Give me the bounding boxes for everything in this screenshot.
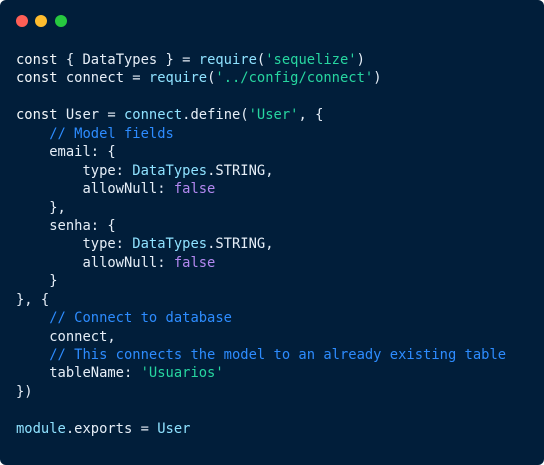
code-token: .define( — [182, 107, 249, 124]
code-token: // Connect to database — [49, 310, 232, 327]
code-line: // Model fields — [16, 125, 506, 143]
code-token: DataTypes — [132, 236, 208, 253]
code-block: const { DataTypes } = require('sequelize… — [16, 51, 506, 438]
code-token: const — [16, 70, 58, 87]
code-line: connect, — [16, 328, 506, 346]
code-token — [16, 310, 49, 326]
code-line: allowNull: false — [16, 254, 506, 272]
code-token: false — [173, 254, 216, 271]
code-token: 'Usuarios' — [140, 365, 224, 382]
code-token: type: — [16, 236, 133, 253]
code-token: .exports = — [65, 420, 158, 437]
code-token: connect = — [57, 70, 149, 87]
code-token: User = — [57, 107, 124, 124]
code-line: // This connects the model to an already… — [16, 346, 506, 364]
code-line: }, { — [16, 291, 506, 309]
code-token: 'sequelize' — [265, 52, 357, 68]
code-line: }) — [16, 383, 506, 401]
code-line: // Connect to database — [16, 309, 506, 327]
window-titlebar — [0, 0, 544, 40]
code-token — [16, 126, 49, 142]
code-line — [16, 88, 506, 106]
code-line: const User = connect.define('User', { — [16, 106, 506, 124]
code-token: 'User' — [248, 107, 299, 124]
code-token: module — [16, 420, 66, 437]
code-line: type: DataTypes.STRING, — [16, 235, 506, 253]
code-token: , { — [298, 107, 324, 124]
code-line — [16, 401, 506, 419]
code-token: .STRING, — [207, 162, 274, 179]
code-line: tableName: 'Usuarios' — [16, 364, 506, 382]
code-token: ( — [256, 52, 266, 68]
code-token: false — [173, 181, 216, 198]
code-token: const — [16, 52, 58, 68]
minimize-dot-icon[interactable] — [35, 15, 47, 27]
code-token: }, — [16, 199, 66, 216]
code-token: }, { — [16, 291, 50, 308]
code-token: User — [157, 420, 191, 437]
code-line: } — [16, 272, 506, 290]
code-line: }, — [16, 199, 506, 217]
code-token: connect — [124, 107, 183, 124]
code-line: module.exports = User — [16, 420, 506, 438]
code-token: connect, — [16, 328, 116, 345]
code-token: tableName: — [16, 365, 141, 382]
code-token: DataTypes — [132, 162, 208, 179]
code-token: ( — [207, 70, 216, 87]
code-line: email: { — [16, 143, 506, 161]
code-line: const connect = require('../config/conne… — [16, 69, 506, 87]
code-line: senha: { — [16, 217, 506, 235]
close-dot-icon[interactable] — [16, 15, 28, 27]
code-token: allowNull: — [16, 254, 174, 271]
code-token: } — [16, 273, 58, 290]
code-token: allowNull: — [16, 181, 174, 198]
code-token — [16, 347, 49, 363]
code-token: senha: { — [16, 217, 116, 234]
code-line: const { DataTypes } = require('sequelize… — [16, 51, 506, 69]
code-token: .STRING, — [207, 236, 274, 253]
code-token: require — [148, 70, 208, 87]
code-token: ) — [356, 52, 365, 68]
code-token: '../config/connect' — [215, 70, 374, 87]
code-token: type: — [16, 162, 133, 179]
code-line: type: DataTypes.STRING, — [16, 162, 506, 180]
code-token: // Model fields — [49, 125, 174, 142]
code-token: require — [198, 52, 257, 68]
code-token: { DataTypes } = — [57, 52, 199, 68]
code-token: // This connects the model to an already… — [49, 347, 507, 363]
code-token: email: { — [16, 144, 116, 161]
code-token: const — [16, 107, 58, 124]
code-token: ) — [373, 70, 382, 87]
code-token: }) — [16, 383, 33, 400]
zoom-dot-icon[interactable] — [55, 15, 67, 27]
code-line: allowNull: false — [16, 180, 506, 198]
